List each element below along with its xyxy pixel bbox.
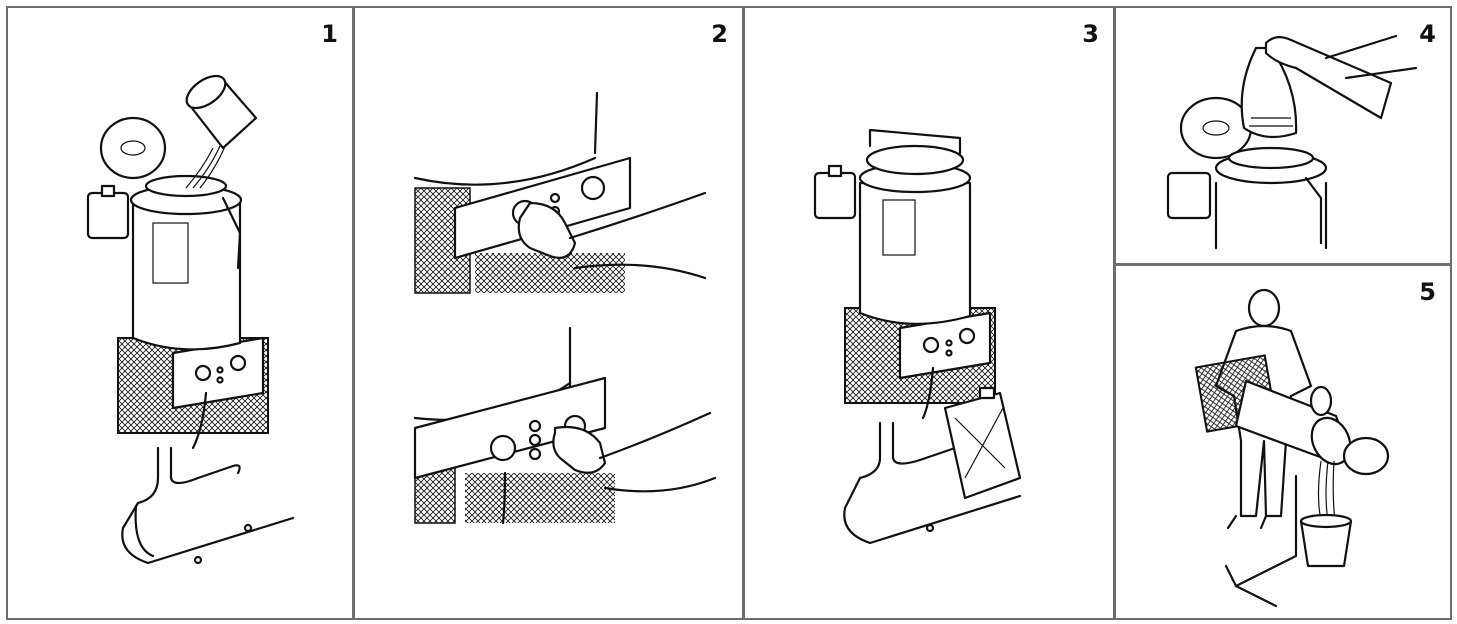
step-3-number: 3 xyxy=(1082,20,1099,48)
step-4-illustration-adding-granules xyxy=(1166,34,1418,250)
step-2-illustration-turning-knobs xyxy=(413,91,717,525)
step-1-panel: 1 xyxy=(6,6,354,620)
step-3-panel: 3 xyxy=(743,6,1115,620)
step-1-number: 1 xyxy=(321,20,338,48)
step-4-number: 4 xyxy=(1419,20,1436,48)
step-5-illustration-tipping-machine xyxy=(1194,288,1390,608)
step-5-panel: 5 xyxy=(1114,264,1452,620)
step-5-number: 5 xyxy=(1419,278,1436,306)
step-1-illustration-pouring-into-machine xyxy=(86,74,295,565)
step-3-illustration-draining-into-canister xyxy=(813,128,1022,545)
step-2-panel: 2 xyxy=(353,6,744,620)
step-2-number: 2 xyxy=(711,20,728,48)
step-4-panel: 4 xyxy=(1114,6,1452,265)
